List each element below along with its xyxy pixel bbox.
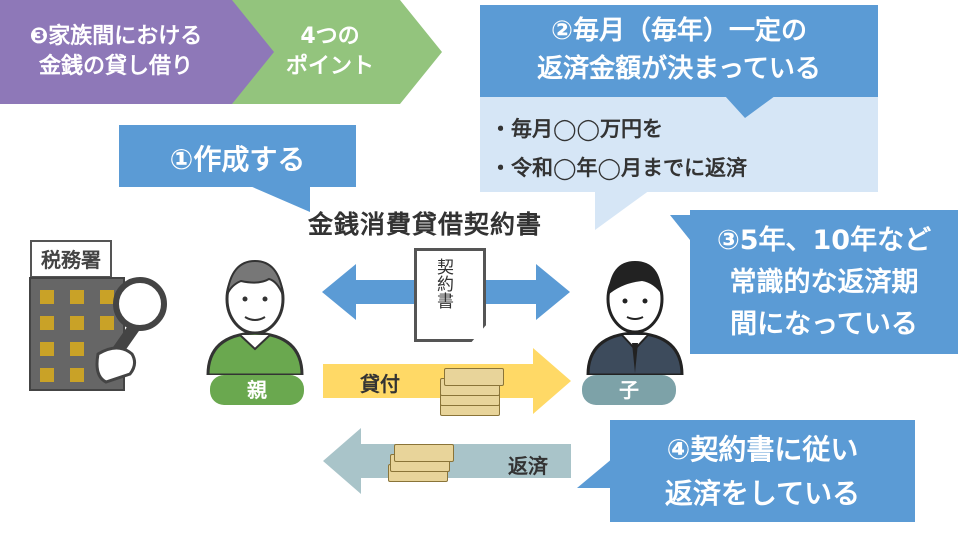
parent-avatar [200,255,310,379]
tax-office-label: 税務署 [41,248,101,272]
points-title: 4つの ポイント [285,24,374,79]
create-bubble [119,125,356,187]
topic-title: ❸家族間における 金銭の貸し借り [29,24,203,79]
tax-office-icon [28,276,178,400]
period-bubble [690,210,958,354]
contract-title: 金銭消費貸借契約書 [308,210,543,239]
detail-box-tail [595,190,650,230]
contract-document-icon [414,248,486,342]
child-avatar [580,255,690,379]
repay-label: 返済 [508,454,548,478]
cash-icon [386,440,456,486]
create-bubble-tail [250,186,310,212]
create-text: ①作成する [169,143,306,176]
fixed-amount-bubble [480,5,878,97]
repay-text: ④契約書に従い 返済をしている [664,433,861,510]
loan-label: 貸付 [360,372,400,396]
child-label: 子 [582,375,676,405]
cash-stack-icon [436,362,506,422]
period-text: ③5年、10年など 常識的な返済期 間になっている [716,225,932,340]
contract-document-label: 契約書 [433,258,453,309]
detail-box [480,95,878,192]
repay-bubble-tail [577,458,613,488]
repay-bubble [610,420,915,522]
topic-chevron [0,0,283,104]
parent-label: 親 [210,375,304,405]
detail-line-2: ・令和◯年◯月までに返済 [490,156,748,180]
detail-line-1: ・毎月◯◯万円を [490,117,664,141]
fixed-amount-text: ②毎月（毎年）一定の 返済金額が決まっている [537,16,821,84]
